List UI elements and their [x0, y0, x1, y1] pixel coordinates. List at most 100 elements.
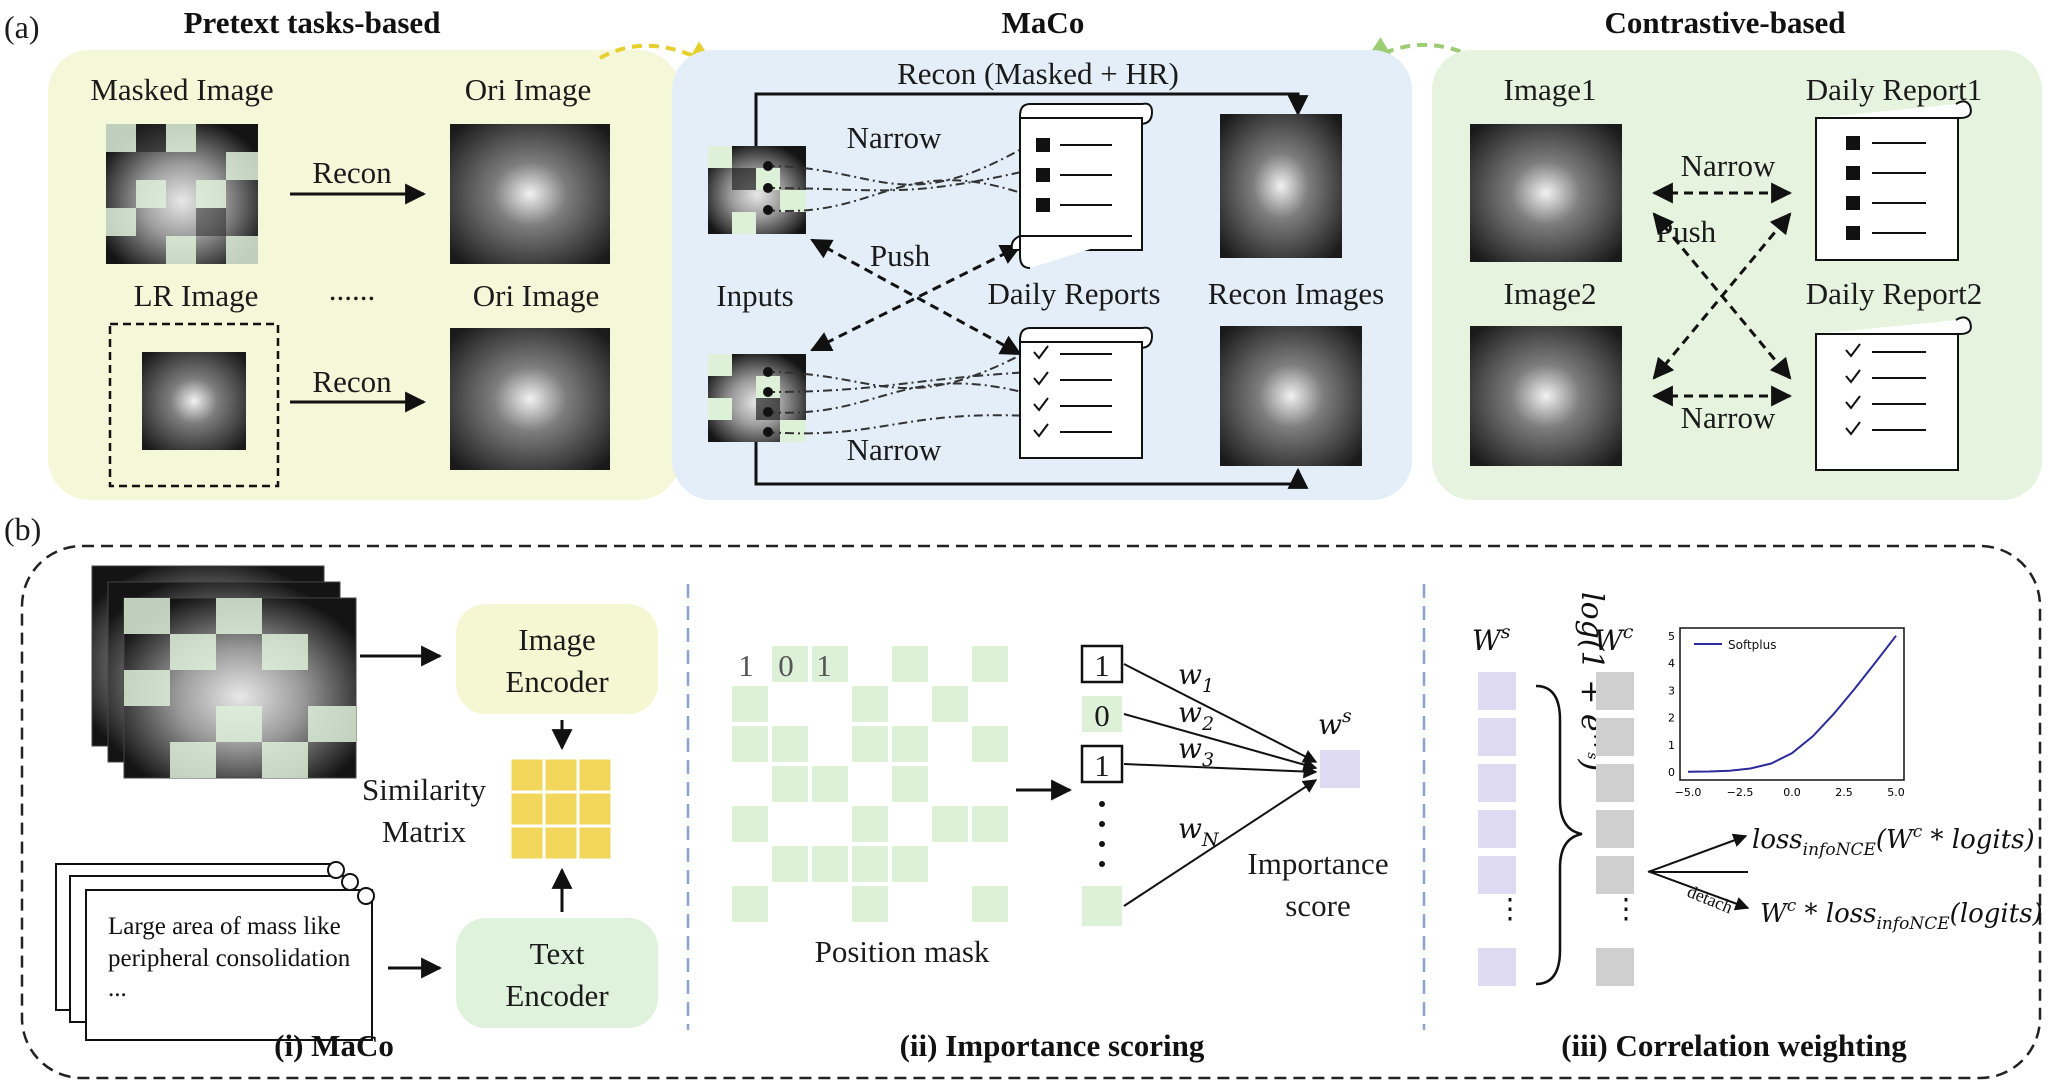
daily-report2-items: [1845, 343, 1926, 436]
similarity-l2: Matrix: [382, 814, 467, 849]
maco-recon-images-label: Recon Images: [1208, 276, 1384, 311]
ws-cell: [1478, 718, 1516, 756]
lr-image-frame: [108, 322, 280, 488]
weight-wn: wN: [1178, 812, 1220, 851]
mask-cell: [972, 726, 1008, 762]
mask-cell: [852, 886, 888, 922]
maco-narrow-top: Narrow: [847, 120, 942, 155]
wc-cell: [1596, 672, 1634, 710]
mask-cell: [772, 726, 808, 762]
mask-value-1: 1: [738, 648, 754, 683]
mask-cell: [892, 726, 928, 762]
y-tick-label: 1: [1668, 739, 1675, 752]
image2-label: Image2: [1504, 276, 1597, 311]
image2-xray: [1470, 326, 1622, 466]
mask-cell: [892, 846, 928, 882]
ori-image-label-2: Ori Image: [473, 278, 600, 313]
weight-w1: w1: [1178, 658, 1214, 697]
daily-report2-scroll: [1815, 316, 1972, 471]
score-value-1: 1: [1094, 648, 1110, 683]
daily-report1-items: [1846, 136, 1926, 240]
y-tick-label: 3: [1668, 684, 1675, 697]
mask-cell: [852, 686, 888, 722]
legend-label: Softplus: [1728, 638, 1777, 652]
mask-value-3: 1: [816, 648, 832, 683]
loss2-arrow: [1649, 871, 1750, 911]
mask-cell: [772, 846, 808, 882]
ws-cell: [1478, 810, 1516, 848]
mask-cell: [812, 766, 848, 802]
ori-xray-image-2: [450, 328, 610, 470]
score-box-2: [1082, 696, 1122, 732]
mask-cell: [972, 806, 1008, 842]
image-encoder-box: [456, 604, 658, 714]
mask-cell: [732, 686, 768, 722]
x-tick-label: 2.5: [1835, 786, 1853, 799]
maco-report-scroll-bottom: [1019, 326, 1154, 459]
image1-xray: [1470, 124, 1622, 262]
loss1: lossinfoNCE(Wc * logits): [1752, 822, 2035, 860]
pretext-title: Pretext tasks-based: [184, 5, 441, 40]
mask-value-2: 0: [778, 648, 794, 683]
y-tick-label: 0: [1668, 766, 1675, 779]
mask-cell: [772, 766, 808, 802]
x-tick-label: 5.0: [1887, 786, 1905, 799]
text-encoder-box: [456, 918, 658, 1028]
wc-cell: [1596, 718, 1634, 756]
maco-daily-reports-label: Daily Reports: [987, 276, 1160, 311]
importance-l2: score: [1285, 888, 1350, 923]
mask-cell: [972, 646, 1008, 682]
ws-cell: [1478, 856, 1516, 894]
detach-label: detach: [1685, 881, 1736, 917]
ws-label: ws: [1318, 705, 1352, 741]
maco-inputs-label: Inputs: [716, 278, 794, 313]
x-tick-label: −5.0: [1675, 786, 1702, 799]
x-tick-label: 0.0: [1783, 786, 1801, 799]
maco-title: MaCo: [1002, 5, 1085, 40]
maco-recon-image-2: [1220, 326, 1362, 466]
report-line-1: Large area of mass like: [108, 913, 341, 940]
ws-box: [1320, 750, 1360, 788]
maco-input-image-bottom: [708, 354, 806, 442]
contrastive-narrow-top: Narrow: [1681, 148, 1776, 183]
importance-l1: Importance: [1247, 846, 1388, 881]
ellipsis: ......: [329, 272, 376, 307]
position-mask-grid: [732, 646, 1008, 922]
maco-recon-label: Recon (Masked + HR): [897, 56, 1179, 91]
ws-cell: [1478, 672, 1516, 710]
score-value-3: 1: [1094, 748, 1110, 783]
caption-i: (i) MaCo: [274, 1028, 394, 1063]
ws-cell: [1478, 764, 1516, 802]
text-encoder-l2: Encoder: [505, 978, 609, 1013]
daily-report1-label: Daily Report1: [1806, 72, 1983, 107]
caption-ii: (ii) Importance scoring: [900, 1028, 1205, 1063]
mask-cell: [732, 726, 768, 762]
maco-correspondence-lines: [765, 143, 1031, 435]
maco-recon-arrow-top: [754, 92, 1309, 146]
stacked-report-scrolls: [55, 861, 375, 1041]
score-box-1: [1080, 644, 1124, 684]
score-box-3: [1080, 744, 1124, 784]
mask-cell: [852, 846, 888, 882]
mask-cell: [732, 886, 768, 922]
lr-xray-image: [142, 352, 246, 450]
contrastive-title: Contrastive-based: [1604, 5, 1845, 40]
wc-cell: [1596, 856, 1634, 894]
report-line-3: ...: [108, 975, 127, 1002]
image-encoder-l2: Encoder: [505, 664, 609, 699]
wc-cell-last: [1596, 948, 1634, 986]
panel-b-frame: [20, 544, 2042, 1080]
maco-report-items-bottom: [1033, 345, 1112, 438]
y-tick-label: 4: [1668, 657, 1675, 670]
daily-report2-label: Daily Report2: [1806, 276, 1983, 311]
daily-report1-scroll: [1815, 100, 1972, 261]
y-tick-label: 2: [1668, 712, 1675, 725]
weight-w2: w2: [1178, 696, 1214, 735]
image1-label: Image1: [1504, 72, 1597, 107]
contrastive-narrow-bottom: Narrow: [1681, 400, 1776, 435]
wc-cell: [1596, 810, 1634, 848]
chart-frame: [1679, 627, 1905, 781]
